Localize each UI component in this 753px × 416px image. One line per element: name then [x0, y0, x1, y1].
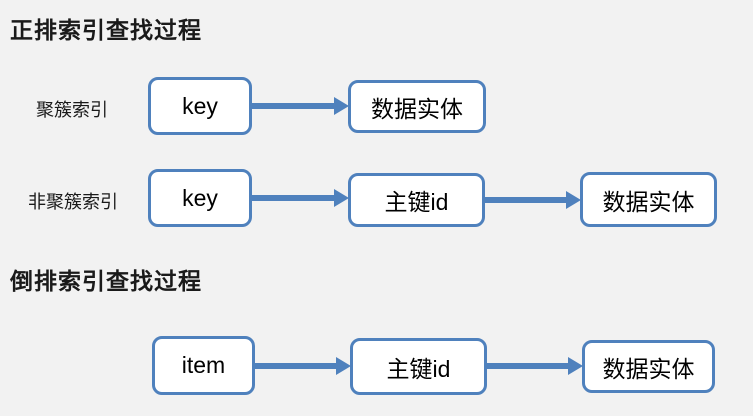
forward-index-section-title: 正排索引查找过程: [10, 17, 202, 43]
arrow-right-icon: [487, 357, 583, 375]
arrow-shaft: [252, 103, 334, 109]
inverted-index-section-title: 倒排索引查找过程: [10, 268, 202, 294]
arrow-right-icon: [255, 357, 351, 375]
node-inverted-primary-key-id: 主键id: [350, 338, 487, 395]
nonclustered-index-row-label: 非聚簇索引: [28, 192, 118, 212]
node-inverted-item: item: [152, 336, 255, 395]
arrow-head: [566, 191, 581, 209]
arrow-shaft: [255, 363, 336, 369]
arrow-head: [334, 97, 349, 115]
arrow-right-icon: [252, 189, 349, 207]
arrow-shaft: [487, 363, 568, 369]
arrow-shaft: [252, 195, 334, 201]
node-nonclustered-primary-key-id: 主键id: [348, 173, 485, 227]
arrow-head: [336, 357, 351, 375]
node-nonclustered-key: key: [148, 169, 252, 227]
arrow-head: [334, 189, 349, 207]
arrow-head: [568, 357, 583, 375]
node-inverted-data-entity: 数据实体: [582, 340, 715, 393]
node-clustered-key: key: [148, 77, 252, 135]
node-nonclustered-data-entity: 数据实体: [580, 172, 717, 227]
arrow-right-icon: [252, 97, 349, 115]
arrow-shaft: [485, 197, 566, 203]
clustered-index-row-label: 聚簇索引: [36, 100, 108, 120]
node-clustered-data-entity: 数据实体: [348, 80, 486, 133]
arrow-right-icon: [485, 191, 581, 209]
